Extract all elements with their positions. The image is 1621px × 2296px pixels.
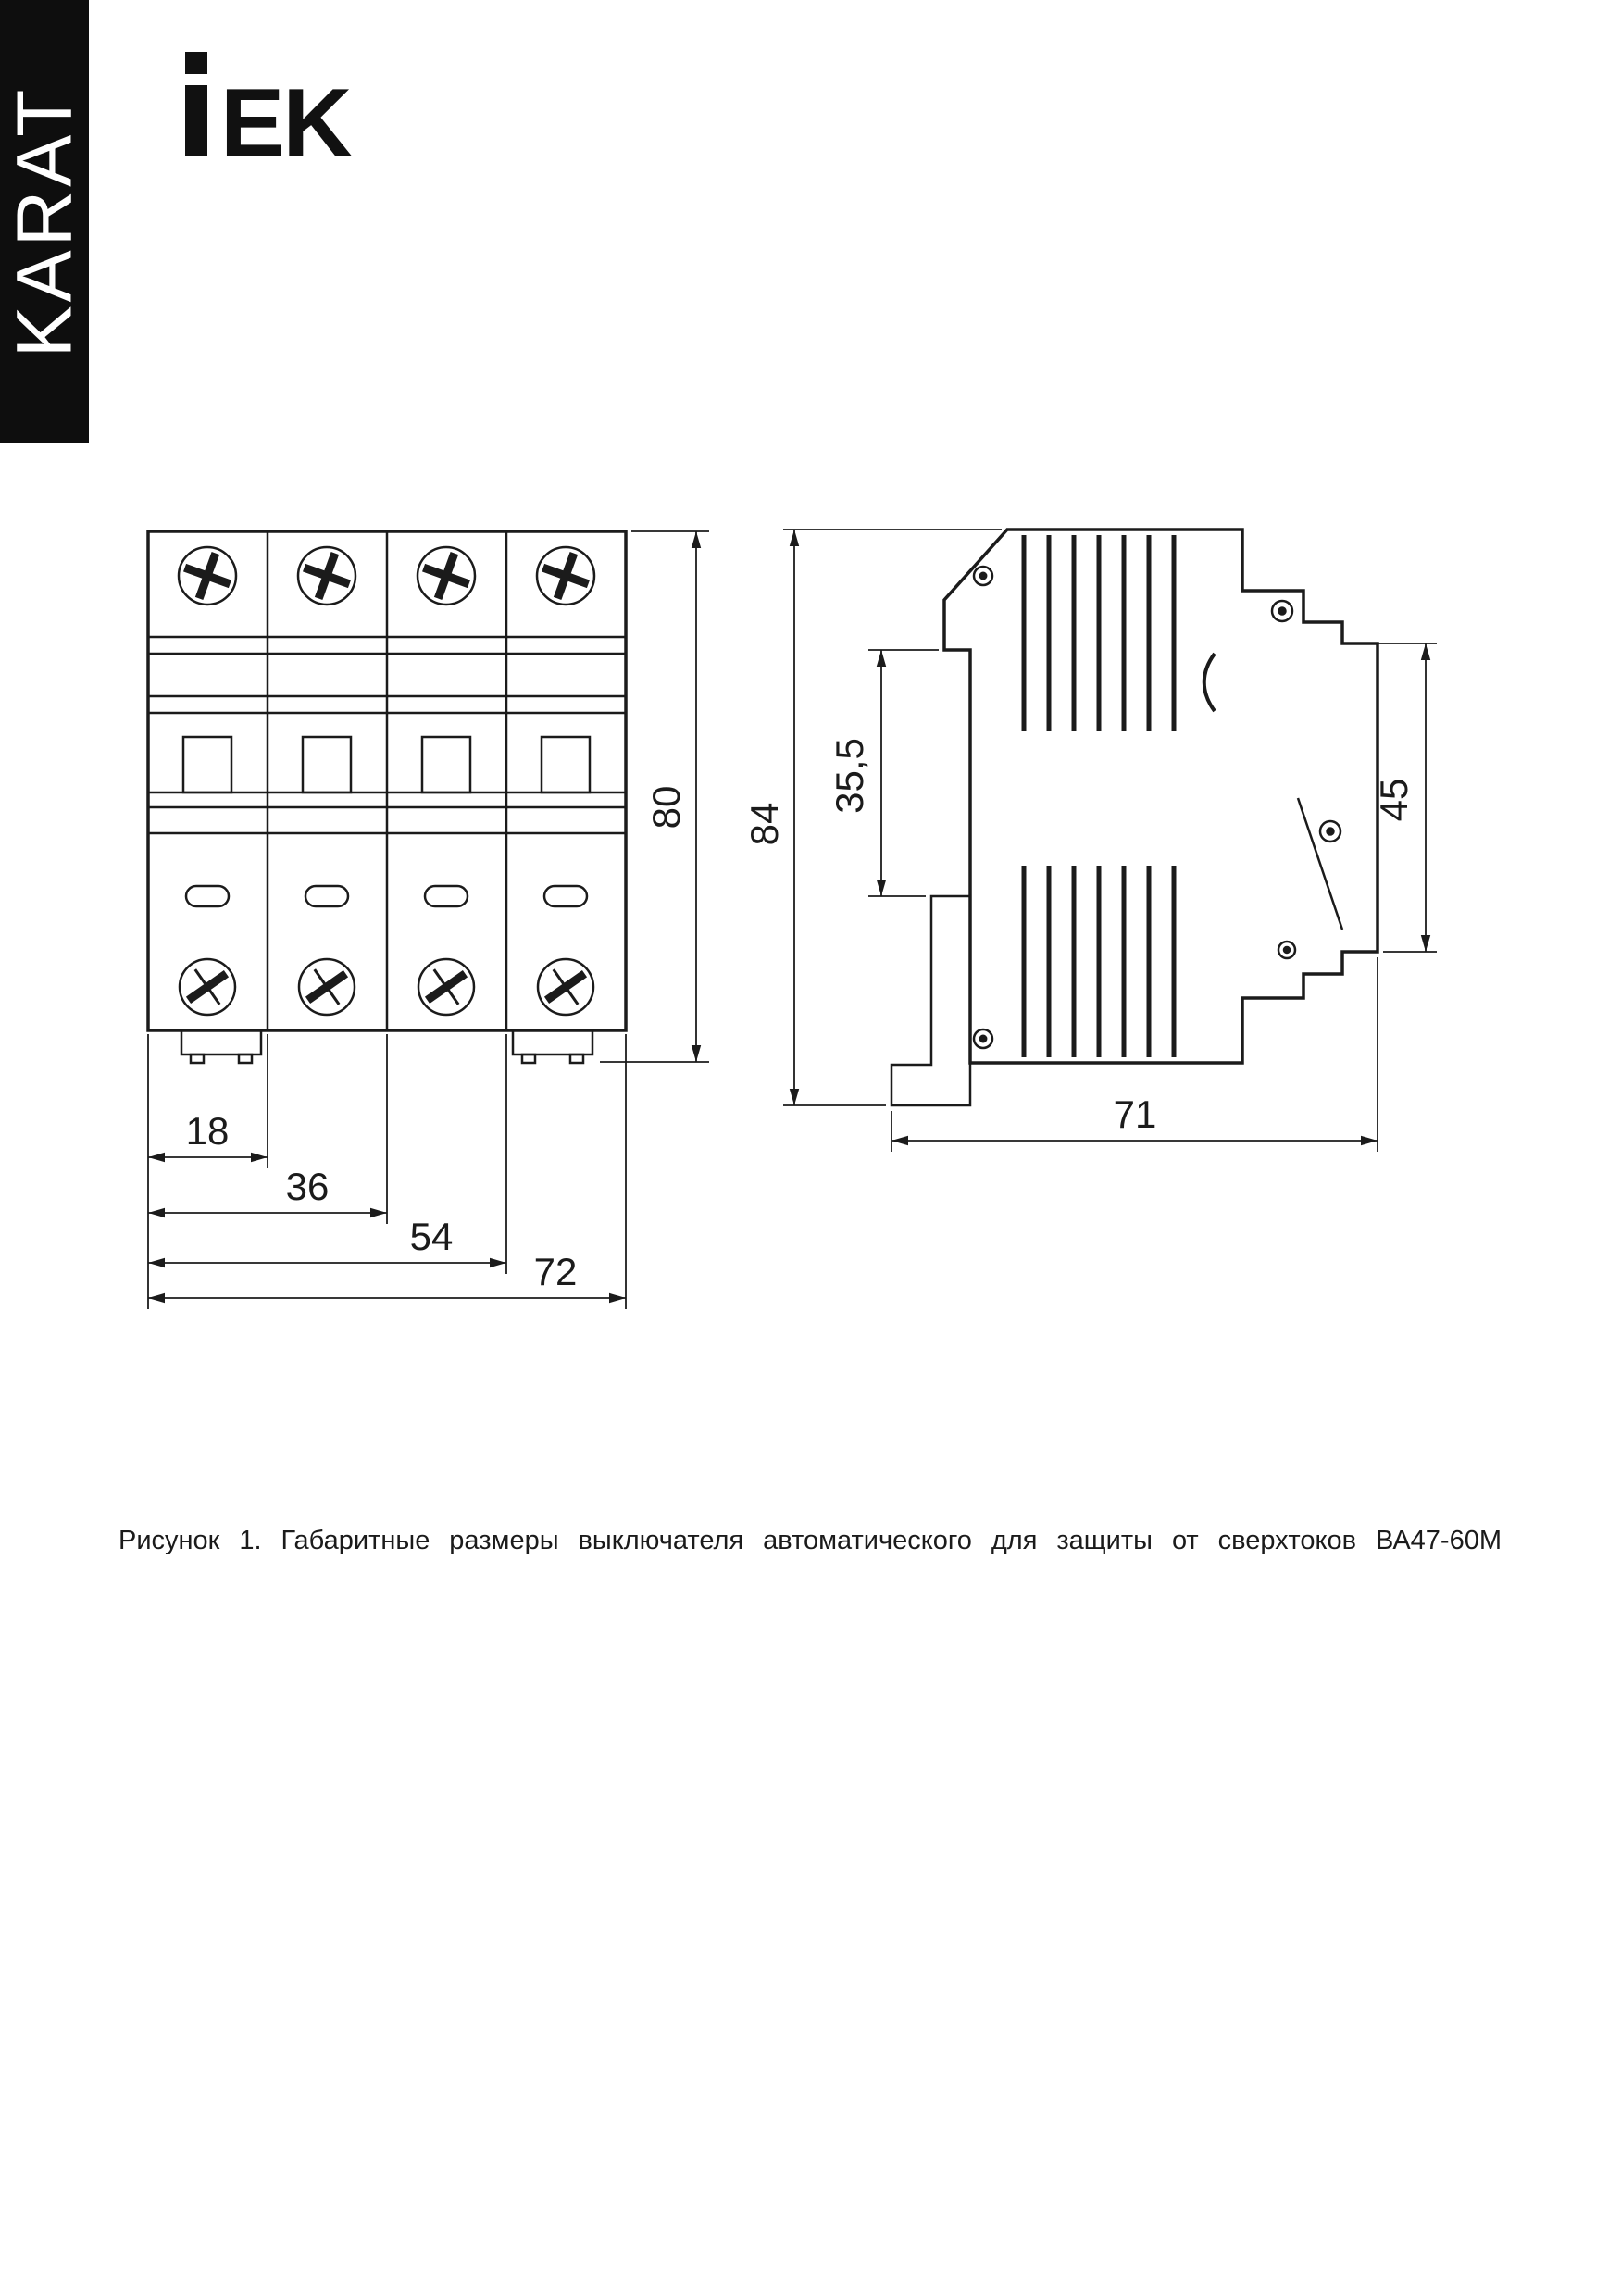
side-view-dimensions: 84 35,5 45 71 — [742, 529, 1437, 1152]
terminal-lines — [148, 635, 626, 715]
side-rivets — [972, 565, 1342, 1050]
top-screw-2 — [296, 545, 357, 606]
bottom-screw-3 — [417, 957, 476, 1017]
iek-logo-text: EK — [220, 69, 352, 161]
top-screw-3 — [416, 545, 477, 606]
top-screw-4 — [535, 545, 596, 606]
front-view-drawing — [146, 530, 628, 1065]
karat-banner: KARAT — [0, 0, 89, 443]
side-depth-dimension-label: 71 — [1114, 1092, 1157, 1136]
din-clip — [890, 894, 972, 1107]
front-slots — [184, 884, 589, 908]
side-height-dimension-label: 84 — [742, 803, 786, 846]
side-din-dimension-label: 35,5 — [828, 738, 871, 814]
top-screw-1 — [177, 545, 238, 606]
side-terminal-slant — [1296, 797, 1344, 930]
side-view-drawing — [890, 528, 1379, 1107]
front-height-dimension-label: 80 — [644, 786, 688, 830]
front-width-dimension-3-label: 54 — [410, 1215, 454, 1258]
figure-caption: Рисунок 1. Габаритные размеры выключател… — [118, 1526, 1502, 1555]
handle-tie-bar — [148, 791, 626, 835]
ribs-top — [1021, 535, 1177, 731]
dimension-drawing: 80 18 36 54 72 — [146, 528, 1437, 1309]
bottom-screw-2 — [297, 957, 356, 1017]
side-curved-slot — [1202, 652, 1216, 713]
bottom-screw-4 — [536, 957, 595, 1017]
side-right-dimension-label: 45 — [1372, 779, 1415, 822]
bottom-screw-1 — [178, 957, 237, 1017]
front-width-dimension-4-label: 72 — [534, 1250, 578, 1293]
iek-logo: EK — [185, 52, 354, 161]
iek-logo-i-dot-icon — [185, 52, 207, 74]
front-width-dimension-1-label: 18 — [186, 1109, 230, 1153]
ribs-bottom — [1021, 866, 1177, 1057]
iek-logo-i-stem-icon — [185, 85, 207, 156]
din-tab-2 — [511, 1029, 594, 1065]
front-view-dimensions: 80 18 36 54 72 — [147, 530, 709, 1309]
pole-dividers — [266, 531, 508, 1030]
front-width-dimension-2-label: 36 — [286, 1165, 330, 1208]
side-body — [942, 528, 1379, 1065]
din-tab-1 — [180, 1029, 263, 1065]
